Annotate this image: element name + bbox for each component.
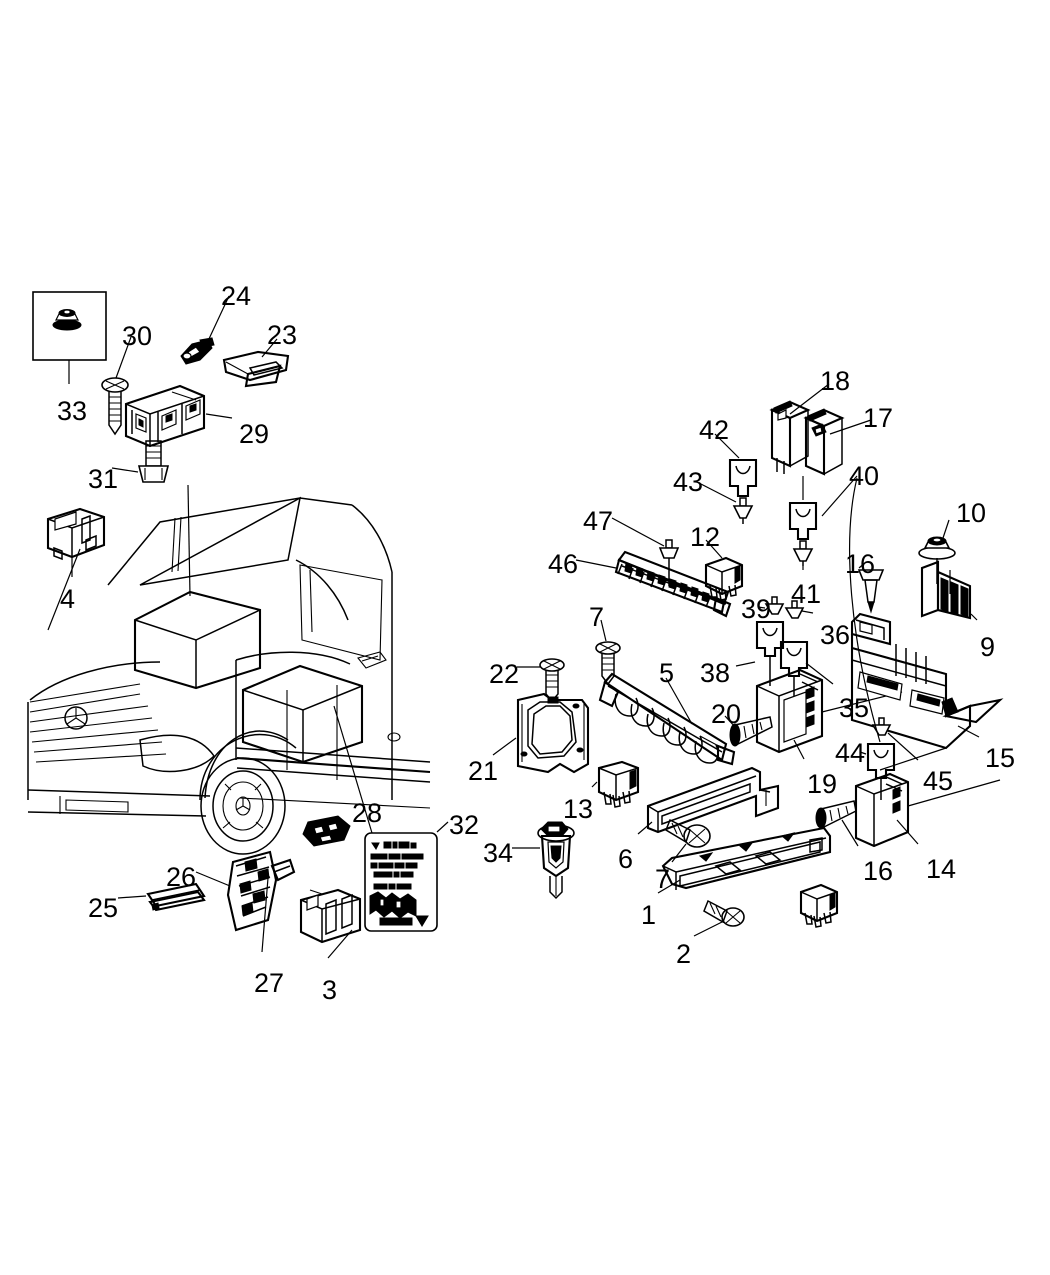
part-19-control-module [755, 668, 903, 760]
callout-31: 31 [88, 464, 119, 494]
part-27-blade-clip [261, 858, 296, 953]
callout-43: 43 [673, 467, 704, 497]
leader-curve-long [849, 477, 881, 743]
part-2-tapping-screw [693, 899, 745, 937]
callout-30: 30 [122, 321, 153, 351]
callout-25: 25 [88, 893, 119, 923]
callout-1: 1 [641, 900, 657, 930]
part-15-carrier-frame [850, 612, 1004, 771]
callout-47: 47 [583, 506, 614, 536]
callout-45: 45 [923, 766, 954, 796]
callout-2: 2 [676, 939, 692, 969]
callout-10: 10 [956, 498, 987, 528]
part-35-rubber-mount [779, 640, 834, 698]
part-46-terminal-strip [575, 550, 732, 618]
part-32-warning-label [333, 705, 449, 932]
part-12-relay [704, 539, 744, 601]
part-36-pin-retainer [784, 600, 814, 619]
part-30-screw [101, 336, 132, 436]
callout-5: 5 [659, 658, 675, 688]
part-40-rubber-mount [788, 475, 858, 541]
part-24-cable-clip [180, 295, 230, 365]
callout-24: 24 [221, 281, 252, 311]
part-38-rubber-mount [735, 620, 785, 686]
callout-7-lower: 7 [655, 864, 671, 894]
callout-32: 32 [449, 810, 480, 840]
part-7-screw-lower [665, 818, 711, 863]
callout-18: 18 [820, 366, 851, 396]
part-25-cover-strip [117, 882, 206, 912]
callout-4: 4 [60, 584, 76, 614]
part-23-wedge-bracket [222, 338, 290, 388]
callout-38: 38 [700, 658, 731, 688]
part-17-relay-right [803, 408, 872, 476]
part-10-cap-nut [918, 519, 956, 584]
part-1-rail-bracket [657, 826, 832, 894]
callout-6: 6 [618, 844, 634, 874]
part-4-connector-housing [46, 507, 106, 631]
callout-12: 12 [690, 522, 721, 552]
callout-46: 46 [548, 549, 579, 579]
part-16-bolt-lower [815, 800, 859, 847]
callout-41: 41 [791, 579, 822, 609]
part-29-relay-module [124, 384, 233, 448]
cap-nut-detail [52, 309, 82, 331]
part-13-relay [591, 760, 640, 808]
part-44-rubber-mount [859, 742, 896, 800]
callout-23: 23 [267, 320, 298, 350]
callout-26: 26 [166, 862, 197, 892]
callout-16-lower: 16 [863, 856, 894, 886]
callout-21: 21 [468, 756, 499, 786]
callout-35: 35 [839, 693, 870, 723]
part-18-relay-left [769, 383, 830, 474]
part-33-detail-box [32, 291, 107, 384]
callout-9: 9 [980, 632, 996, 662]
callout-39: 39 [741, 594, 772, 624]
callout-17: 17 [863, 403, 894, 433]
callout-40: 40 [849, 461, 880, 491]
part-16-bolt-upper [857, 561, 885, 614]
part-7-screw-upper [595, 619, 621, 686]
part-26-fuse-block [195, 850, 278, 932]
callout-29: 29 [239, 419, 270, 449]
part-28-mounting-foot [302, 815, 351, 847]
part-42-rubber-mount [714, 433, 758, 498]
callout-7-upper: 7 [589, 602, 605, 632]
callout-34: 34 [483, 838, 514, 868]
callout-15: 15 [985, 743, 1016, 773]
relay-unlabeled [799, 883, 839, 928]
part-41-pin-retainer [792, 540, 814, 570]
callout-14: 14 [926, 854, 957, 884]
callout-27: 27 [254, 968, 285, 998]
part-14-control-module [854, 772, 1001, 848]
part-45-pin-retainer [871, 717, 919, 761]
callout-42: 42 [699, 415, 730, 445]
callout-33: 33 [57, 396, 88, 426]
callout-28: 28 [352, 798, 383, 828]
callout-13: 13 [563, 794, 594, 824]
part-20-bolt [724, 715, 773, 747]
part-9-heat-sink [920, 560, 978, 621]
part-34-rotary-switch [512, 821, 575, 900]
vehicle-illustration [27, 484, 431, 855]
part-39-pin-retainer [757, 596, 785, 615]
callout-36: 36 [820, 620, 851, 650]
part-31-flange-bolt [111, 440, 170, 483]
part-21-shield-plate [492, 692, 590, 774]
callout-19: 19 [807, 769, 838, 799]
part-43-pin-retainer [698, 482, 754, 524]
part-5-comb-rail [598, 672, 736, 766]
callout-22: 22 [489, 659, 520, 689]
part-47-push-rivet [611, 517, 680, 586]
callout-20: 20 [711, 699, 742, 729]
callout-16-upper: 16 [845, 549, 876, 579]
callout-3: 3 [322, 975, 338, 1005]
callout-44: 44 [835, 738, 866, 768]
part-6-channel-bracket [637, 766, 780, 835]
part-3-connector-block [299, 888, 362, 959]
part-22-screw-22 [517, 658, 565, 703]
